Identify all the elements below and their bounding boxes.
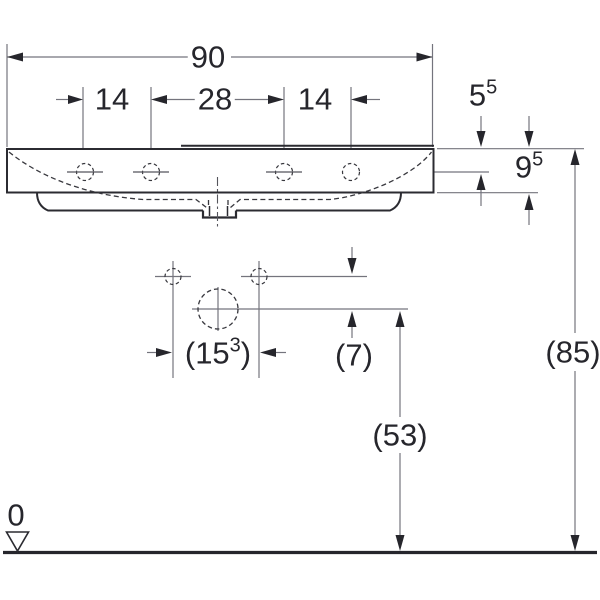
dim-line-rim-to-floor xyxy=(570,149,580,551)
basin-base-outline xyxy=(36,192,402,212)
dim-label-outlet-to-floor: (53) xyxy=(369,419,431,451)
tap-hole-marks xyxy=(67,162,361,182)
dim-line-holes-to-outlet xyxy=(347,247,357,338)
dim-label-holes-center: 28 xyxy=(194,83,236,115)
dim-arrows-total-width xyxy=(7,52,433,62)
dim-label-holes-to-outlet: (7) xyxy=(332,339,376,371)
dim-label-rim-to-floor: (85) xyxy=(542,336,600,368)
tap-hole-mark xyxy=(266,162,302,182)
dim-label-fixing-spread: (153) xyxy=(181,335,255,369)
dim-label-total-width: 90 xyxy=(187,41,229,73)
tap-hole-mark xyxy=(67,162,103,182)
tap-hole-mark xyxy=(341,162,361,182)
dim-line-outlet-to-floor xyxy=(395,311,405,551)
drain-tab xyxy=(201,206,238,219)
bowl-hidden-contour xyxy=(8,151,433,209)
dim-arrows-rim-to-holes xyxy=(476,116,486,206)
tap-hole-mark xyxy=(133,162,169,182)
dim-label-front-height: 95 xyxy=(511,149,547,183)
dim-arrows-front-height xyxy=(524,116,534,225)
datum-triangle-icon xyxy=(5,531,30,553)
dim-label-holes-left: 14 xyxy=(91,83,133,115)
datum-zero-label: 0 xyxy=(6,497,26,533)
basin-outline xyxy=(6,144,435,194)
outlet-mark xyxy=(197,288,239,330)
fixing-hole-mark xyxy=(164,267,182,286)
dim-label-holes-right: 14 xyxy=(294,83,336,115)
dim-arrows-hole-spacings xyxy=(68,95,367,104)
fixing-hole-mark xyxy=(250,267,268,286)
dim-line-fixing-spread xyxy=(147,348,286,357)
dim-extension-lines xyxy=(6,44,584,378)
dim-label-rim-to-holes: 55 xyxy=(465,77,501,111)
